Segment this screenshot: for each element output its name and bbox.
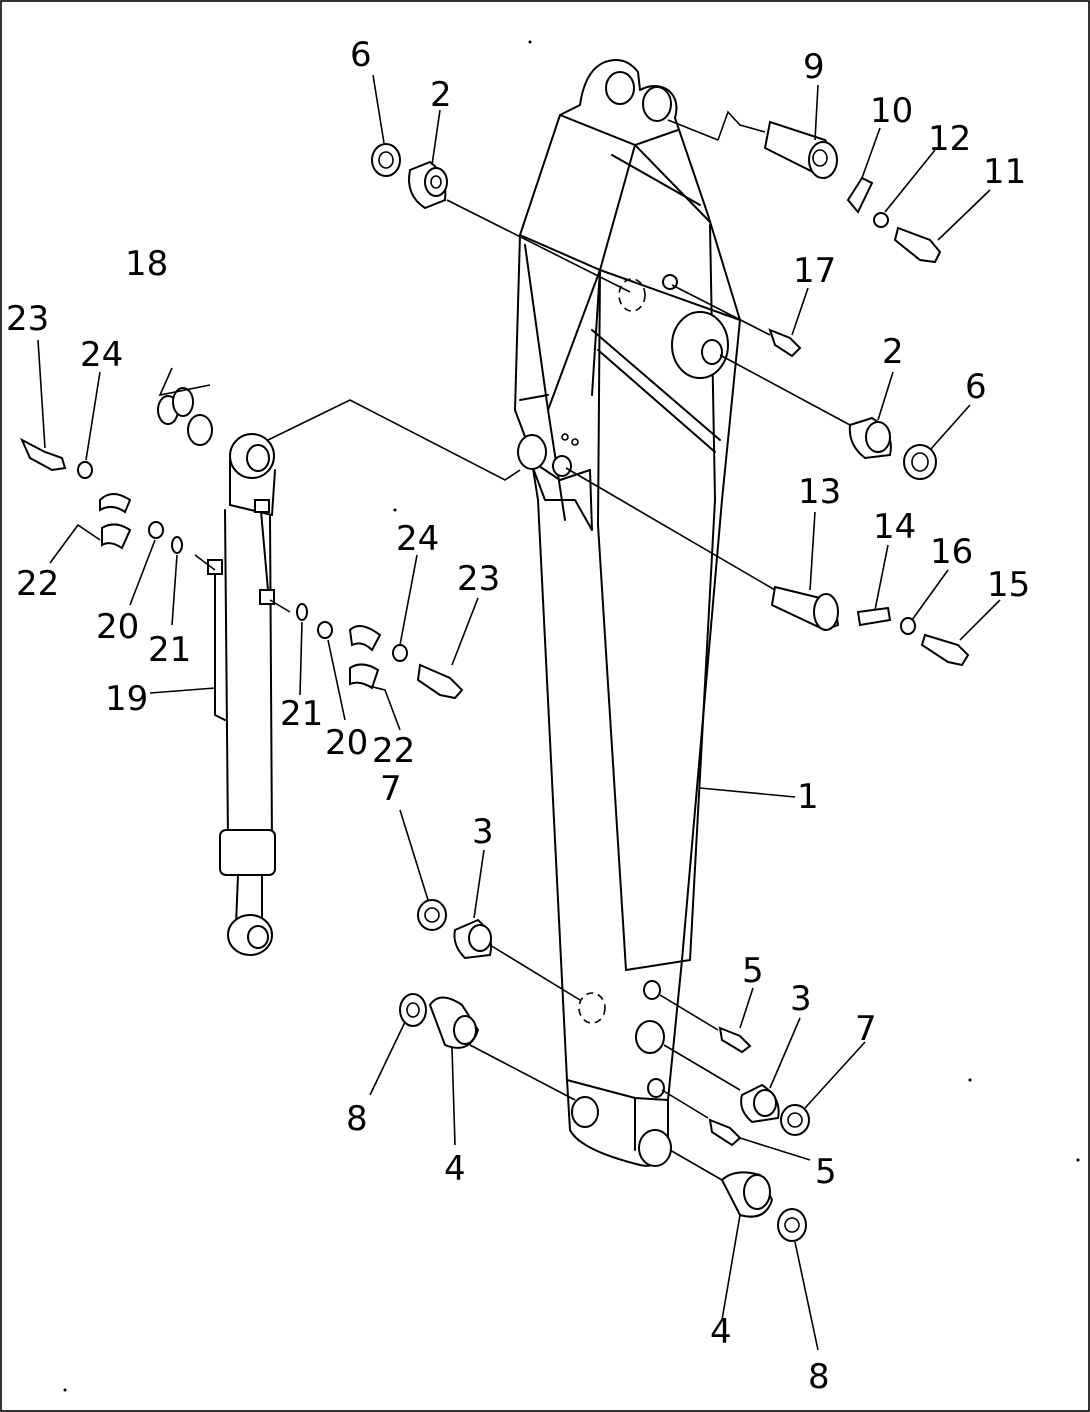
small-parts: [19, 120, 970, 1242]
callout-4b: 4: [710, 1312, 732, 1352]
callout-15: 15: [987, 565, 1030, 605]
callout-14: 14: [873, 507, 916, 547]
arm-body: [514, 59, 741, 1167]
callout-10: 10: [870, 91, 913, 131]
callout-9: 9: [803, 47, 825, 87]
callout-23b: 23: [457, 559, 500, 599]
callout-7b: 7: [855, 1009, 877, 1049]
callout-7a: 7: [380, 769, 402, 809]
callout-11: 11: [983, 152, 1026, 192]
callout-22a: 22: [16, 564, 59, 604]
callout-12: 12: [928, 119, 971, 159]
callout-21b: 21: [280, 694, 323, 734]
callout-24b: 24: [396, 519, 439, 559]
callout-2a: 2: [430, 75, 452, 115]
callout-17: 17: [793, 251, 836, 291]
callout-13: 13: [798, 472, 841, 512]
callout-24a: 24: [80, 335, 123, 375]
callout-16: 16: [930, 532, 973, 572]
callout-3b: 3: [790, 979, 812, 1019]
callout-4a: 4: [444, 1149, 466, 1189]
callout-8a: 8: [346, 1099, 368, 1139]
callout-5b: 5: [815, 1152, 837, 1192]
callout-23a: 23: [6, 299, 49, 339]
callout-5a: 5: [742, 951, 764, 991]
callout-19: 19: [105, 679, 148, 719]
callout-18: 18: [125, 244, 168, 284]
callout-8b: 8: [808, 1357, 830, 1397]
callout-22b: 22: [372, 731, 415, 771]
callout-6a: 6: [350, 35, 372, 75]
callout-labels: 1 2 2 3 3 4 4 5 5 6 6 7 7 8 8 9 10 11 12…: [6, 35, 1030, 1397]
leader-lines: [37, 74, 1001, 1351]
callout-6b: 6: [965, 367, 987, 407]
callout-3a: 3: [472, 812, 494, 852]
scan-specks: [63, 40, 1080, 1392]
hydraulic-cylinder: [207, 433, 276, 956]
callout-2b: 2: [882, 332, 904, 372]
callout-20a: 20: [96, 607, 139, 647]
callout-21a: 21: [148, 630, 191, 670]
callout-20b: 20: [325, 723, 368, 763]
callout-1: 1: [797, 777, 819, 817]
